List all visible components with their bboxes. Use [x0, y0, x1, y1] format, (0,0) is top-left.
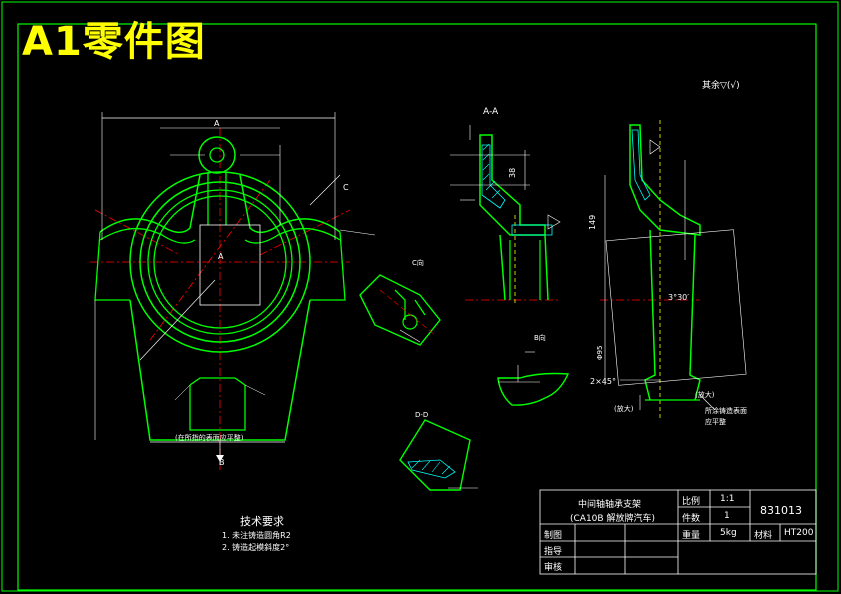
tech-requirement-item-1: 1. 未注铸造圆角R2 — [222, 531, 291, 540]
drawing-number: 831013 — [760, 504, 802, 517]
tech-requirement-item-2: 2. 铸造起模斜度2° — [222, 543, 290, 552]
weight-label: 重量 — [682, 531, 701, 541]
roughness-note: 其余▽(√) — [702, 81, 740, 91]
drawn-by-label: 制图 — [544, 531, 563, 541]
section-a-a — [450, 125, 561, 305]
sheet-size-banner: A1零件图 — [22, 19, 206, 65]
view-mark-b: B — [219, 458, 225, 467]
guide-label: 指导 — [544, 547, 563, 557]
section-mark-a: A — [214, 119, 220, 128]
scale-value: 1:1 — [720, 494, 735, 504]
front-view — [90, 112, 376, 470]
dim-38: 38 — [508, 167, 517, 178]
material-label: 材料 — [754, 531, 773, 541]
part-vehicle: (CA10B 解放牌汽车) — [570, 514, 655, 524]
quantity-label: 件数 — [682, 514, 701, 524]
view-mark-c: C — [343, 183, 349, 192]
view-b-label: B向 — [534, 334, 546, 342]
dim-95: Φ95 — [596, 345, 604, 360]
side-view — [600, 120, 747, 420]
dim-chamfer: 2×45° — [590, 377, 616, 386]
tech-requirements-title: 技术要求 — [240, 515, 284, 528]
surface-note-line-2: 应平整 — [705, 418, 726, 426]
dim-angle: 3°30′ — [668, 293, 690, 302]
view-mark-a: A — [218, 252, 224, 261]
enlarged-note-left: (放大) — [614, 405, 634, 413]
view-c-label: C向 — [412, 259, 424, 267]
weight-value: 5kg — [720, 528, 737, 538]
front-surface-note: (在所指的表面应平整) — [175, 434, 244, 442]
part-name: 中间轴轴承支架 — [578, 500, 642, 510]
enlarged-note-right: (放大) — [695, 391, 715, 399]
inner-border — [17, 23, 817, 591]
surface-note-line-1: 所涂铸造表面 — [705, 407, 747, 415]
section-a-a-label: A-A — [483, 107, 499, 117]
material-value: HT200 — [784, 528, 814, 538]
view-b — [497, 351, 570, 406]
title-block-frame — [539, 489, 817, 575]
quantity-value: 1 — [724, 511, 730, 521]
dim-149: 149 — [588, 214, 597, 230]
section-d-d-label: D-D — [415, 411, 429, 419]
scale-label: 比例 — [682, 497, 701, 507]
review-label: 审核 — [544, 563, 563, 573]
view-c — [359, 274, 441, 346]
section-d-d — [399, 419, 478, 491]
